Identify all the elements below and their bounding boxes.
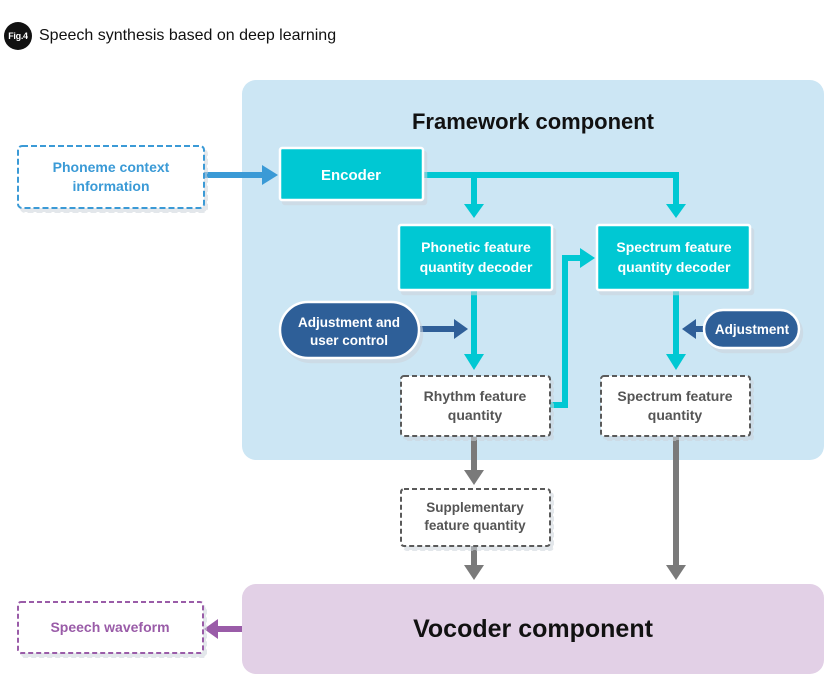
phoneme-context-line1: Phoneme context xyxy=(53,159,170,175)
figure-title: Speech synthesis based on deep learning xyxy=(39,27,337,44)
vocoder-title: Vocoder component xyxy=(413,615,654,643)
spectrum-quantity-line2: quantity xyxy=(648,407,703,423)
arrow-spectrum-to-vocoder xyxy=(666,437,686,580)
node-spectrum-decoder xyxy=(595,223,752,292)
arrow-encoder-branches xyxy=(423,172,686,218)
node-rhythm-quantity xyxy=(400,375,551,437)
supplementary-line2: feature quantity xyxy=(424,518,526,533)
rhythm-quantity-line2: quantity xyxy=(448,407,503,423)
phonetic-decoder-line2: quantity decoder xyxy=(420,259,533,275)
node-spectrum-quantity xyxy=(600,375,751,437)
arrow-rhythm-to-supplementary xyxy=(464,437,484,485)
user-control-line2: user control xyxy=(310,333,388,348)
node-adjustment-user-control xyxy=(278,300,421,360)
arrow-rhythm-to-spectrum-decoder xyxy=(550,248,595,408)
adjustment-label: Adjustment xyxy=(715,322,790,337)
node-phoneme-context xyxy=(17,145,205,209)
phonetic-decoder-line1: Phonetic feature xyxy=(421,239,531,255)
spectrum-decoder-line1: Spectrum feature xyxy=(616,239,731,255)
arrow-vocoder-to-waveform xyxy=(204,619,242,639)
vocoder-container xyxy=(242,584,824,674)
user-control-line1: Adjustment and xyxy=(298,315,400,330)
speech-waveform-label: Speech waveform xyxy=(50,619,169,635)
phoneme-context-line2: information xyxy=(73,178,150,194)
arrow-phonetic-to-rhythm xyxy=(464,290,484,370)
encoder-label: Encoder xyxy=(321,167,381,184)
spectrum-quantity-line1: Spectrum feature xyxy=(617,388,732,404)
arrow-spectrum-decoder-to-quantity xyxy=(666,290,686,370)
node-encoder xyxy=(278,146,425,202)
rhythm-quantity-line1: Rhythm feature xyxy=(424,388,527,404)
spectrum-decoder-line2: quantity decoder xyxy=(618,259,731,275)
arrow-adjustment xyxy=(682,319,706,339)
supplementary-line1: Supplementary xyxy=(426,500,524,515)
arrow-user-control xyxy=(420,319,468,339)
node-adjustment xyxy=(702,308,801,350)
arrow-phoneme-to-encoder xyxy=(204,165,278,185)
node-supplementary-quantity xyxy=(400,488,551,547)
framework-title: Framework component xyxy=(412,109,655,134)
node-phonetic-decoder xyxy=(397,223,554,292)
figure-badge: Fig.4 xyxy=(4,22,32,50)
arrow-supplementary-to-vocoder xyxy=(464,546,484,580)
node-speech-waveform xyxy=(17,601,204,654)
figure-header: Fig.4 Speech synthesis based on deep lea… xyxy=(4,22,336,50)
